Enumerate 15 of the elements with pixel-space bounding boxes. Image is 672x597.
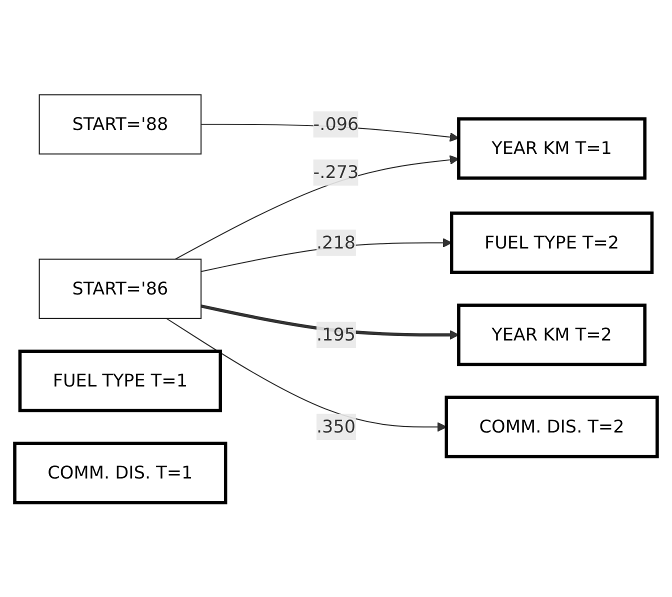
node-box: COMM. DIS. T=2 xyxy=(444,396,659,458)
edge-label: .350 xyxy=(316,416,356,437)
edge-label: -.096 xyxy=(313,113,359,134)
node-box: YEAR KM T=1 xyxy=(457,117,647,180)
node-box: YEAR KM T=2 xyxy=(457,303,647,366)
node-box: FUEL TYPE T=1 xyxy=(18,349,222,412)
arrow xyxy=(166,318,447,432)
edge-label: .218 xyxy=(316,232,356,252)
node-box: START='88 xyxy=(38,94,202,154)
node-box: FUEL TYPE T=2 xyxy=(450,211,654,274)
edge-label: -.273 xyxy=(313,161,359,182)
node-box: START='86 xyxy=(38,258,202,319)
node-box: COMM. DIS. T=1 xyxy=(13,442,228,504)
arrow xyxy=(174,154,460,260)
edge-label: .195 xyxy=(316,324,356,345)
